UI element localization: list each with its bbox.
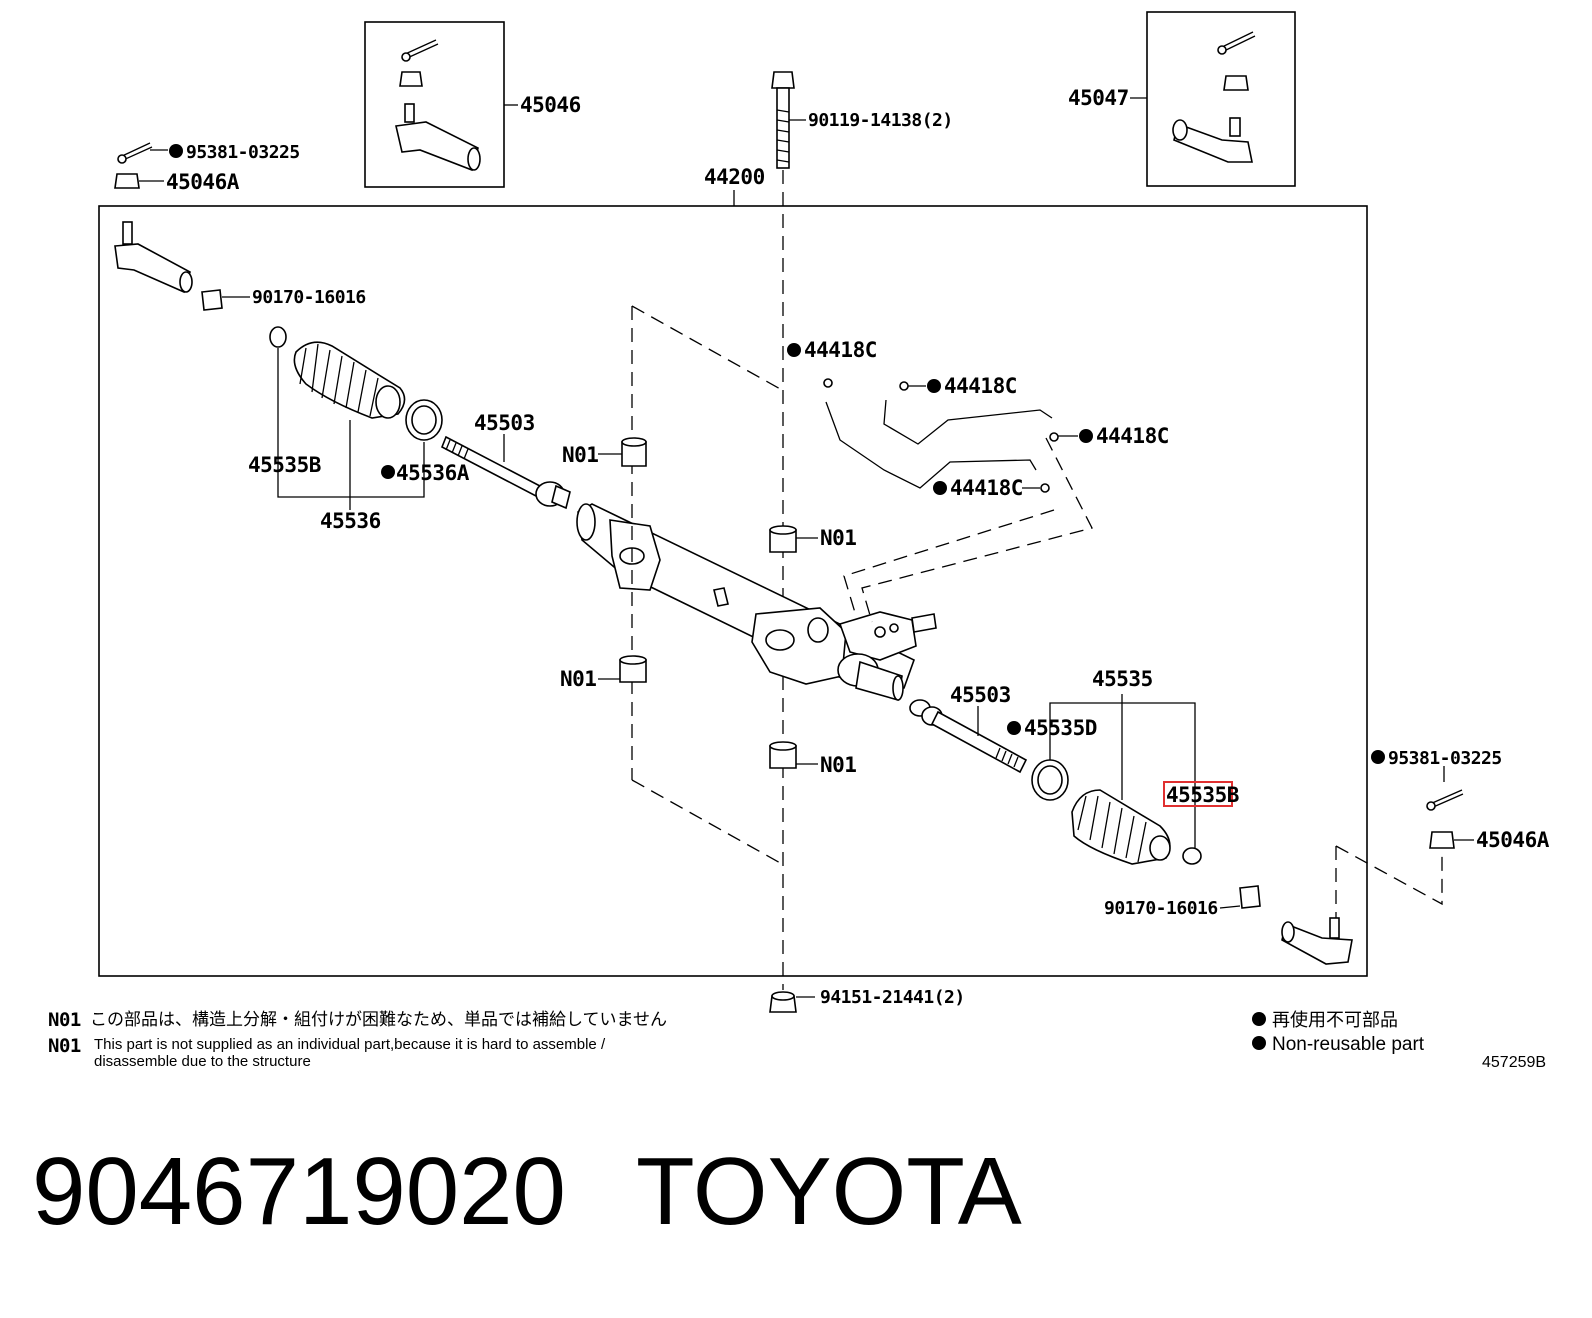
label-90119-14138: 90119-14138(2): [808, 110, 953, 131]
box-45047: [1146, 11, 1296, 187]
label-95381-03225-right: 95381-03225: [1388, 748, 1502, 769]
label-45046a-left: 45046A: [166, 170, 240, 194]
label-n01-3: N01: [560, 667, 596, 691]
bushing-icon: [621, 437, 647, 467]
note-code-en: N01: [48, 1035, 81, 1057]
legend-en: Non-reusable part: [1272, 1034, 1425, 1055]
legend-jp: 再使用不可部品: [1272, 1010, 1398, 1031]
clamp-icon: [1031, 759, 1069, 801]
assembly-frame: [98, 205, 1368, 977]
label-45536: 45536: [320, 509, 381, 533]
label-45536a: 45536A: [396, 461, 470, 485]
note-en-line1: This part is not supplied as an individu…: [94, 1036, 606, 1053]
castle-nut-icon: [114, 173, 140, 189]
part-number: 9046719020: [32, 1138, 566, 1245]
highlight-box: [1163, 781, 1233, 807]
tie-rod-end-icon: [1281, 917, 1353, 965]
label-45503-right: 45503: [950, 683, 1011, 707]
note-code-jp: N01: [48, 1009, 81, 1031]
nut-icon: [201, 289, 223, 311]
label-45535d: 45535D: [1024, 716, 1097, 740]
nut-icon: [769, 991, 797, 1013]
label-44200: 44200: [704, 165, 765, 189]
label-44418c-4: 44418C: [950, 476, 1023, 500]
label-45535b-right: 45535B: [1166, 783, 1239, 807]
bushing-icon: [769, 741, 797, 769]
bolt-icon: [771, 71, 795, 169]
hydraulic-tube-icon: [823, 378, 1059, 493]
tie-rod-end-icon: [114, 221, 193, 294]
label-44418c-3: 44418C: [1096, 424, 1169, 448]
brand-name: TOYOTA: [636, 1138, 1022, 1245]
box-45046: [364, 21, 505, 188]
label-95381-03225-left: 95381-03225: [186, 142, 300, 163]
label-44418c-1: 44418C: [804, 338, 877, 362]
bushing-icon: [619, 655, 647, 683]
label-94151-21441: 94151-21441(2): [820, 987, 965, 1008]
label-n01-4: N01: [820, 753, 856, 777]
label-45503-left: 45503: [474, 411, 535, 435]
cotter-pin-icon: [117, 142, 153, 164]
label-44418c-2: 44418C: [944, 374, 1017, 398]
castle-nut-icon: [1429, 831, 1455, 849]
diagram-id: 457259B: [1482, 1054, 1546, 1071]
label-45046a-right: 45046A: [1476, 828, 1550, 852]
tie-rod-end-icon: [1172, 31, 1256, 163]
clamp-icon: [1182, 847, 1202, 865]
non-reusable-marker-icon: [169, 144, 1385, 1050]
tie-rod-end-icon: [395, 39, 481, 172]
label-45047: 45047: [1068, 86, 1129, 110]
label-45046: 45046: [520, 93, 581, 117]
label-90170-16016-left: 90170-16016: [252, 287, 366, 308]
bushing-icon: [769, 525, 797, 553]
note-jp: この部品は、構造上分解・組付けが困難なため、単品では補給していません: [90, 1010, 667, 1030]
label-n01-1: N01: [562, 443, 598, 467]
label-45535b-left: 45535B: [248, 453, 321, 477]
clamp-icon: [269, 326, 287, 348]
clamp-icon: [405, 399, 443, 441]
label-90170-16016-right: 90170-16016: [1104, 898, 1218, 919]
rack-housing-icon: [576, 503, 937, 702]
boot-icon: [1071, 789, 1171, 865]
label-n01-2: N01: [820, 526, 856, 550]
tie-rod-icon: [440, 435, 571, 510]
tie-rod-icon: [909, 699, 1028, 774]
nut-icon: [1239, 885, 1261, 909]
label-45535: 45535: [1092, 667, 1153, 691]
cotter-pin-icon: [1426, 789, 1464, 811]
boot-icon: [293, 341, 406, 419]
note-en-line2: disassemble due to the structure: [94, 1053, 311, 1070]
